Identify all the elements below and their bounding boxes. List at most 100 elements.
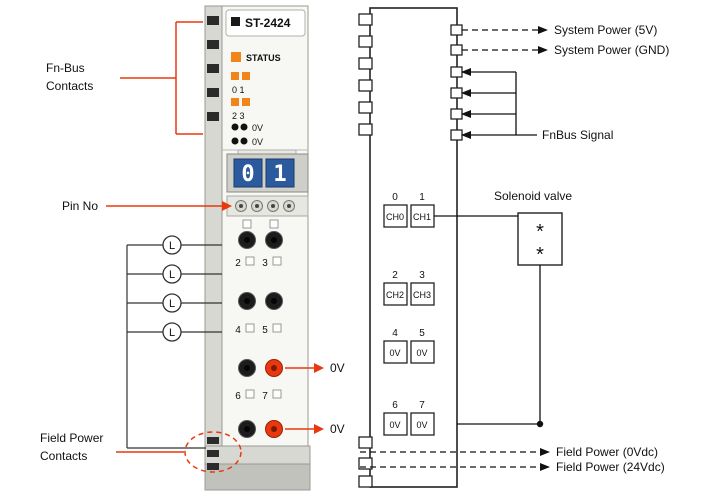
model-label: ST-2424: [245, 16, 291, 30]
channel-label-ch1: CH1: [413, 212, 431, 222]
solenoid-valve-label: Solenoid valve: [494, 189, 572, 203]
load-label-1: L: [169, 240, 175, 252]
field-power-24v-arrowhead: [540, 463, 550, 471]
channel-pin-7: 7: [419, 400, 425, 411]
load-label-3: L: [169, 298, 175, 310]
schematic: System Power (5V) System Power (GND) FnB…: [358, 7, 669, 488]
channel-pin-5: 5: [419, 328, 425, 339]
load-label-4: L: [169, 327, 175, 339]
field-power-contact-pad: [207, 437, 219, 444]
field-power-0v-label: Field Power (0Vdc): [556, 445, 658, 459]
channel-box-0v-5: [410, 340, 435, 364]
display-digit-1: 0: [241, 162, 254, 187]
channel-label-ch3: CH3: [413, 290, 431, 300]
field-power-label-line2: Contacts: [40, 449, 87, 463]
channel-label-0v-5: 0V: [416, 348, 427, 358]
led-row-01-label: 0 1: [232, 85, 245, 95]
fnbus-contact-pads: [207, 16, 219, 121]
fnbus-signal-lines: [470, 71, 537, 136]
load-circle-3: [162, 293, 182, 313]
status-label: STATUS: [246, 53, 281, 63]
release-hole: [272, 323, 282, 333]
release-hole: [272, 256, 282, 266]
ov-led-icon: [231, 123, 239, 131]
pin-no-label: Pin No: [62, 199, 98, 213]
contact-pad: [450, 66, 463, 78]
channel-pin-4: 4: [392, 328, 398, 339]
module-base-upper: [204, 445, 311, 465]
channel-pin-0: 0: [392, 192, 398, 203]
solenoid-asterisk-2: *: [536, 244, 544, 266]
fnbus-arrowhead: [461, 68, 471, 76]
bus-notch: [358, 13, 373, 26]
ov-output-label-2: 0V: [330, 422, 345, 436]
bus-notch: [358, 475, 373, 488]
led-2-icon: [231, 98, 239, 106]
socket-center: [244, 298, 250, 304]
channel-pin-1: 1: [419, 192, 425, 203]
field-power-24v-label: Field Power (24Vdc): [556, 460, 665, 474]
channel-box-0v-6: [383, 412, 408, 436]
ov-led-icon: [231, 137, 239, 145]
channel-pin-6: 6: [392, 400, 398, 411]
ov-arrowhead-2: [314, 424, 324, 434]
socket-center: [244, 426, 250, 432]
fnbus-label-line2: Contacts: [46, 79, 93, 93]
bus-notch: [358, 436, 373, 449]
ov-output-label-1: 0V: [330, 361, 345, 375]
bus-notch: [358, 457, 373, 470]
led-ov-label-1: 0V: [252, 123, 263, 133]
channel-label-0v-6: 0V: [389, 420, 400, 430]
load-label-2: L: [169, 269, 175, 281]
status-led-icon: [231, 52, 241, 62]
fnbus-contact-pad: [207, 64, 219, 73]
contact-pad: [450, 129, 463, 141]
module-base-lower: [204, 463, 311, 491]
field-power-contact-pads: [207, 437, 219, 470]
contact-pad: [450, 108, 463, 120]
model-badge-icon: [231, 17, 240, 26]
ov-arrowhead-1: [314, 363, 324, 373]
socket-center: [244, 237, 250, 243]
field-power-0v-arrowhead: [540, 448, 550, 456]
fnbus-arrowhead: [461, 131, 471, 139]
led-1-icon: [242, 72, 250, 80]
field-power-ellipse: [184, 431, 242, 473]
fnbus-contact-pad: [207, 40, 219, 49]
contact-pad: [450, 87, 463, 99]
socket-row-23: [238, 292, 283, 310]
socket-center: [271, 426, 277, 432]
system-power-5v-arrowhead: [538, 26, 548, 34]
socket-center: [271, 237, 277, 243]
release-hole: [272, 389, 282, 399]
bus-notch: [358, 57, 373, 70]
load-circles: L L L L: [162, 235, 182, 342]
release-hole: [245, 389, 255, 399]
contact-pad: [450, 44, 463, 56]
bus-notch: [358, 35, 373, 48]
model-label-box: [225, 9, 306, 37]
display-digit-2: 1: [273, 162, 286, 187]
system-power-gnd-label: System Power (GND): [554, 43, 669, 57]
led-3-icon: [242, 98, 250, 106]
release-hole: [245, 323, 255, 333]
socket-center: [244, 365, 250, 371]
schematic-bus-notches-bottom: [358, 436, 373, 488]
ov-led-icon: [240, 123, 248, 131]
channel-label-ch2: CH2: [386, 290, 404, 300]
schematic-bus-notches-top: [358, 13, 373, 136]
pin-hole-center: [255, 204, 259, 208]
pin-hole-center: [239, 204, 243, 208]
load-circle-4: [162, 322, 182, 342]
socket-row-45: [238, 359, 283, 377]
channel-label-0v-7: 0V: [416, 420, 427, 430]
fnbus-signal-label: FnBus Signal: [542, 128, 613, 142]
socket-row-67: [238, 420, 283, 438]
fnbus-label-line1: Fn-Bus: [46, 61, 85, 75]
channel-pin-2: 2: [392, 270, 398, 281]
field-power-label-line1: Field Power: [40, 431, 103, 445]
socket-center: [271, 298, 277, 304]
load-circle-2: [162, 264, 182, 284]
